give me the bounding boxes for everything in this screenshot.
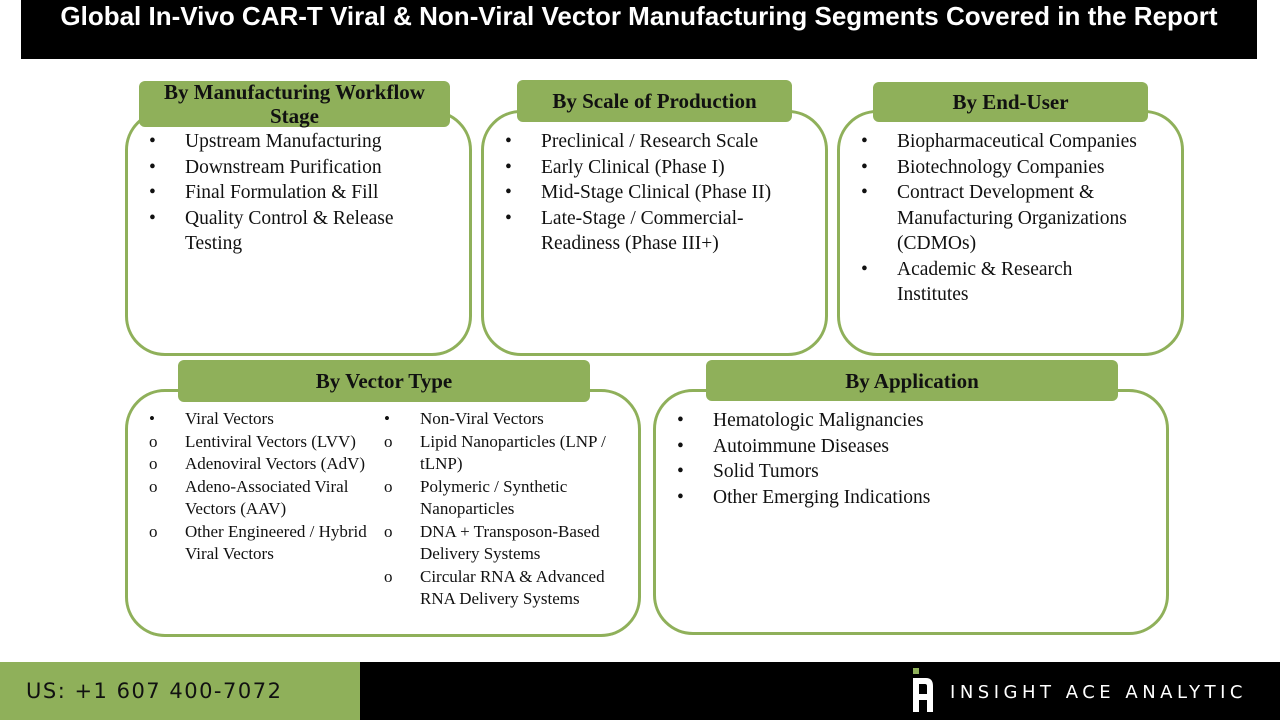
list-item: •Autoimmune Diseases [677,435,890,457]
scale-list: •Preclinical / Research Scale •Early Cli… [505,129,810,257]
segment-heading-vector-type: By Vector Type [178,360,590,402]
contact-phone: US: +1 607 400-7072 [0,662,360,720]
segment-box-vector-type [125,389,641,637]
list-item: •Late-Stage / Commercial-Readiness (Phas… [505,207,744,255]
list-item: •Academic & Research Institutes [861,258,1073,306]
workflow-list: •Upstream Manufacturing •Downstream Puri… [149,129,449,257]
page-title: Global In-Vivo CAR-T Viral & Non-Viral V… [21,0,1257,59]
list-item: •Other Emerging Indications [677,486,931,508]
brand-logo-icon [913,668,933,712]
list-item: •Contract Development & Manufacturing Or… [861,182,1127,254]
segment-box-application [653,389,1169,635]
list-item: •Solid Tumors [677,461,819,482]
list-item: •Mid-Stage Clinical (Phase II) [505,182,772,203]
segment-heading-end-user: By End-User [873,82,1148,122]
segment-box-scale [481,110,828,356]
brand-name: INSIGHT ACE ANALYTIC [950,682,1247,703]
list-item: •Preclinical / Research Scale [505,131,759,152]
list-item: •Final Formulation & Fill [149,182,379,203]
segment-heading-application: By Application [706,360,1118,401]
list-item: •Non-Viral Vectors [384,409,544,428]
list-item: •Quality Control & Release Testing [149,207,394,255]
segment-heading-workflow: By Manufacturing Workflow Stage [139,80,450,128]
list-item: •Viral Vectors [149,409,274,428]
list-item: •Biopharmaceutical Companies [861,131,1137,152]
segment-box-end-user [837,110,1184,356]
list-item: •Hematologic Malignancies [677,410,924,431]
list-item: •Early Clinical (Phase I) [505,156,725,178]
list-item: •Downstream Purification [149,156,382,178]
list-item: •Biotechnology Companies [861,156,1105,178]
list-item: •Upstream Manufacturing [149,131,382,152]
segment-heading-scale: By Scale of Production [517,80,792,122]
application-list: •Hematologic Malignancies •Autoimmune Di… [677,408,1137,510]
footer-brand-bar: INSIGHT ACE ANALYTIC [360,662,1280,720]
end-user-list: •Biopharmaceutical Companies •Biotechnol… [861,129,1141,308]
